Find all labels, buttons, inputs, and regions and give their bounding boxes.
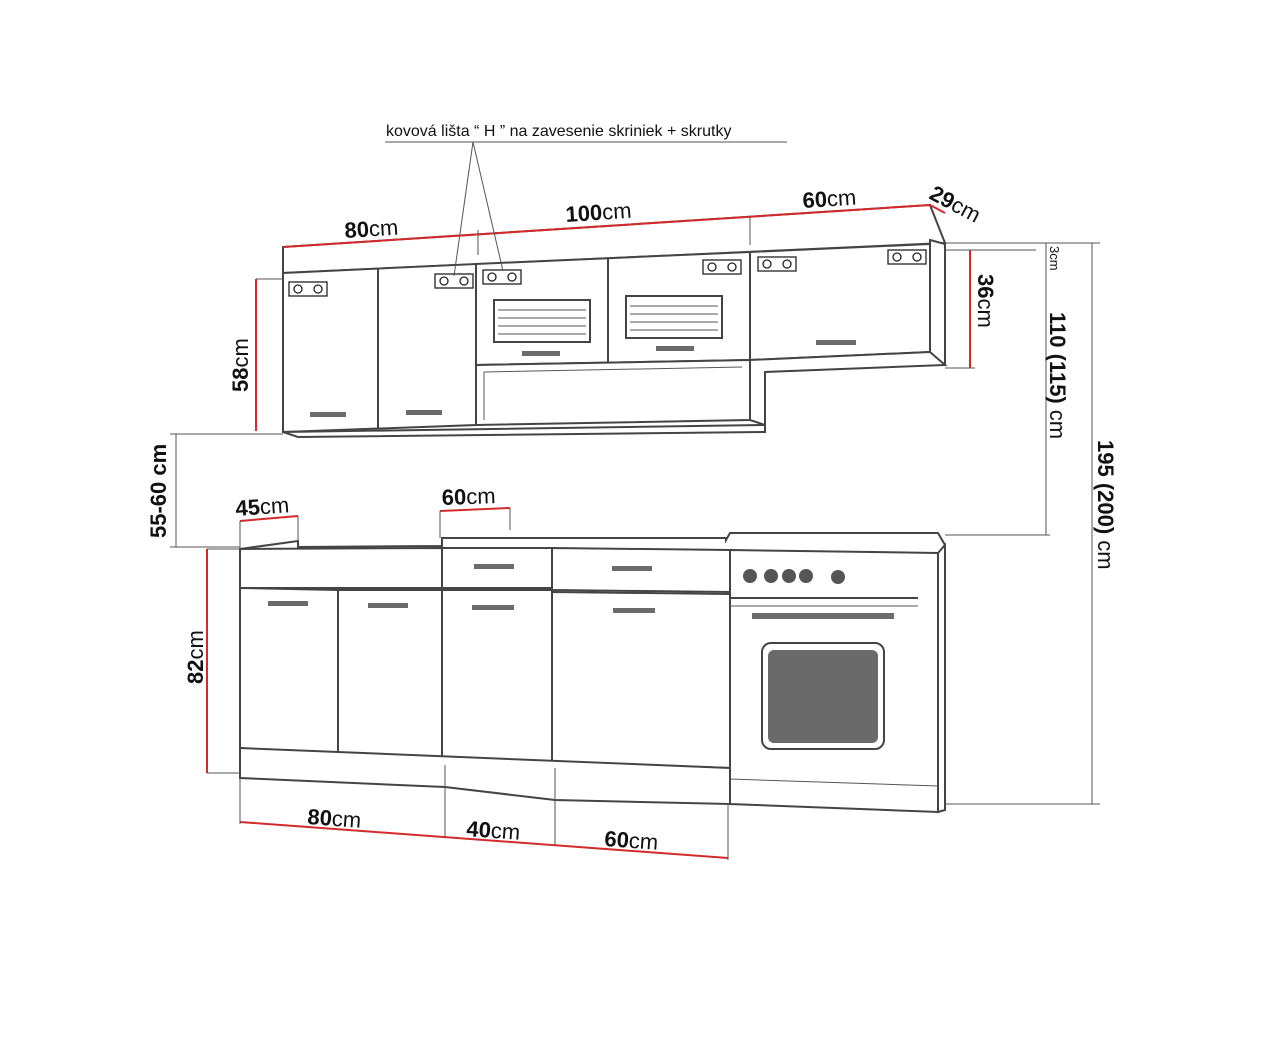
upper-width-100: 100cm <box>565 198 633 227</box>
rail-height-3: 3cm <box>1047 246 1062 271</box>
door-handle <box>310 412 346 417</box>
lower-depth-60: 60cm <box>441 483 496 510</box>
lower-height-82: 82cm <box>183 630 208 684</box>
glass-panel <box>493 299 591 343</box>
door-handle <box>268 601 308 606</box>
stove-knobs <box>743 569 845 584</box>
lower-width-40: 40cm <box>466 816 521 845</box>
rail-note: kovová lišta “ H ” na zavesenie skriniek… <box>386 123 731 140</box>
dimension-labels: kovová lišta “ H ” na zavesenie skriniek… <box>146 123 1118 855</box>
dimension-lines <box>170 141 1100 860</box>
lower-depth-45: 45cm <box>235 492 290 521</box>
upper-width-80: 80cm <box>344 215 399 243</box>
door-handle <box>816 340 856 345</box>
knob-icon <box>743 569 757 583</box>
drawer-handle <box>474 564 514 569</box>
upper-cabinet-left <box>282 262 477 434</box>
mounting-bracket <box>702 259 742 275</box>
mounting-bracket <box>757 256 797 272</box>
upper-cabinets <box>282 203 948 439</box>
mounting-bracket <box>288 281 328 297</box>
door-handle <box>472 605 514 610</box>
oven-handle <box>752 613 894 619</box>
mounting-bracket <box>887 249 927 265</box>
lower-width-60: 60cm <box>604 826 659 855</box>
lower-cabinets <box>239 532 947 814</box>
base-cabinet-door <box>239 586 339 759</box>
upper-width-60: 60cm <box>802 185 857 213</box>
knob-icon <box>831 570 845 584</box>
lower-width-80: 80cm <box>307 804 362 833</box>
door-handle <box>522 351 560 356</box>
door-handle <box>406 410 442 415</box>
mounting-bracket <box>482 269 522 285</box>
base-cabinet-door <box>337 589 443 762</box>
height-195-200: 195 (200)cm <box>1093 440 1118 570</box>
door-handle <box>613 608 655 613</box>
knob-icon <box>764 569 778 583</box>
door-handle <box>368 603 408 608</box>
knob-icon <box>782 569 796 583</box>
base-cabinet-door <box>441 589 553 764</box>
gap-55-60: 55-60 cm <box>146 444 171 538</box>
upper-height-36: 36cm <box>973 274 998 328</box>
height-110-115: 110 (115)cm <box>1045 312 1070 439</box>
knob-icon <box>799 569 813 583</box>
drawer-handle <box>612 566 652 571</box>
base-cabinet-door <box>551 590 731 770</box>
upper-height-58: 58cm <box>228 338 253 392</box>
glass-panel <box>625 295 723 339</box>
door-handle <box>656 346 694 351</box>
